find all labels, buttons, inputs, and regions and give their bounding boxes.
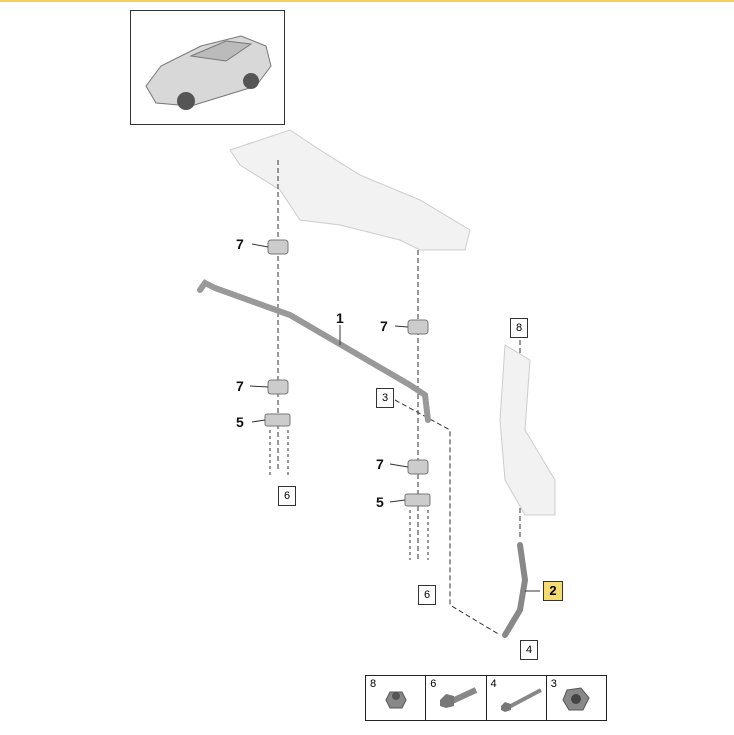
top-accent-bar bbox=[0, 0, 734, 2]
subframe bbox=[229, 129, 471, 251]
legend-number: 3 bbox=[550, 678, 557, 690]
label-box-3[interactable]: 3 bbox=[376, 388, 394, 408]
bushings-and-brackets bbox=[264, 239, 431, 507]
callout-5[interactable]: 5 bbox=[376, 494, 384, 510]
label-box-6[interactable]: 6 bbox=[418, 585, 436, 605]
car-icon bbox=[145, 35, 272, 110]
leader-lines bbox=[249, 243, 540, 592]
label-box-4[interactable]: 4 bbox=[520, 640, 538, 660]
long-bolt-icon bbox=[500, 688, 542, 712]
wheel-knuckle bbox=[499, 344, 556, 516]
callout-5[interactable]: 5 bbox=[236, 414, 244, 430]
callout-7[interactable]: 7 bbox=[236, 378, 244, 394]
vehicle-thumbnail[interactable] bbox=[130, 10, 285, 125]
label-box-6[interactable]: 6 bbox=[278, 486, 296, 506]
legend-cell-6[interactable]: 6 bbox=[426, 676, 487, 720]
hex-nut-icon bbox=[562, 687, 590, 711]
legend-number: 6 bbox=[430, 678, 437, 690]
legend-number: 4 bbox=[490, 678, 497, 690]
callout-7[interactable]: 7 bbox=[380, 318, 388, 334]
bolt-guide-lines bbox=[269, 430, 429, 560]
legend-cell-3[interactable]: 3 bbox=[547, 676, 606, 720]
stabilizer-bar bbox=[197, 279, 431, 423]
flange-nut-icon bbox=[385, 691, 407, 709]
bolt-icon bbox=[440, 687, 478, 708]
legend-number: 8 bbox=[370, 678, 377, 690]
legend-cell-4[interactable]: 4 bbox=[487, 676, 547, 720]
callout-1[interactable]: 1 bbox=[336, 310, 344, 326]
label-box-8[interactable]: 8 bbox=[510, 318, 528, 338]
coupling-link bbox=[502, 542, 529, 638]
callout-7[interactable]: 7 bbox=[236, 236, 244, 252]
legend-cell-8[interactable]: 8 bbox=[366, 676, 427, 720]
callout-7[interactable]: 7 bbox=[376, 456, 384, 472]
label-box-2-highlighted[interactable]: 2 bbox=[543, 581, 563, 601]
fastener-legend: 8 6 4 3 bbox=[365, 675, 607, 721]
